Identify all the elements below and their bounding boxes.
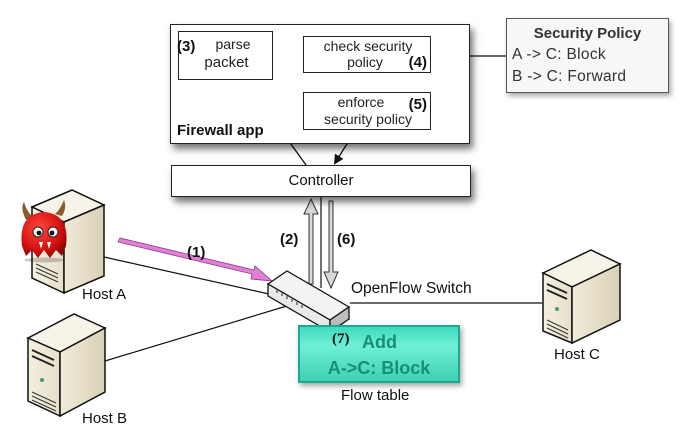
controller-label: Controller (288, 172, 354, 189)
check-line2: policy (347, 54, 383, 70)
step-4-number: (4) (408, 54, 427, 71)
check-line1: check security (323, 38, 413, 54)
security-policy-title: Security Policy (533, 25, 642, 42)
arrow-6-down (323, 200, 339, 290)
step-2-label: (2) (280, 231, 299, 248)
policy-rule: A -> C: Block (512, 46, 606, 63)
enforce-line1: enforce (337, 94, 385, 110)
flow-rule: A->C: Block (327, 358, 431, 378)
step-6-label: (6) (337, 231, 356, 248)
parse-packet-box: (3) parse packet (177, 31, 273, 80)
step-1-label: (1) (187, 244, 206, 261)
flow-action: Add (362, 332, 397, 352)
host-b-label: Host B (82, 410, 128, 427)
link-hosta-switch (103, 256, 279, 297)
firewall-app-label: Firewall app (177, 122, 264, 139)
security-policy-box: Security Policy A -> C: Block B -> C: Fo… (506, 18, 669, 93)
flow-table-label: Flow table (341, 387, 410, 404)
parse-line2: packet (204, 54, 249, 71)
link-hostb-switch (104, 304, 291, 362)
arrow-2-up (303, 197, 319, 285)
host-c-label: Host C (554, 346, 600, 363)
step-5-number: (5) (408, 96, 427, 113)
policy-rule: B -> C: Forward (512, 68, 627, 85)
openflow-switch-label: OpenFlow Switch (351, 280, 472, 297)
enforce-security-policy-box: enforce (5) security policy (303, 92, 431, 130)
enforce-line2: security policy (324, 111, 412, 127)
devil-icon (21, 200, 67, 263)
controller-box: Controller (171, 165, 471, 197)
step-3-number: (3) (177, 38, 196, 55)
flow-table-entry-box: (7) Add A->C: Block (298, 325, 460, 383)
host-a-label: Host A (82, 286, 127, 303)
server-icon-host-b (26, 313, 107, 418)
check-security-policy-box: check security policy (4) (303, 36, 431, 73)
step-7-number: (7) (332, 331, 350, 347)
server-icon-host-c (541, 249, 622, 345)
attack-arrow (117, 237, 274, 282)
parse-line1: parse (215, 36, 251, 52)
